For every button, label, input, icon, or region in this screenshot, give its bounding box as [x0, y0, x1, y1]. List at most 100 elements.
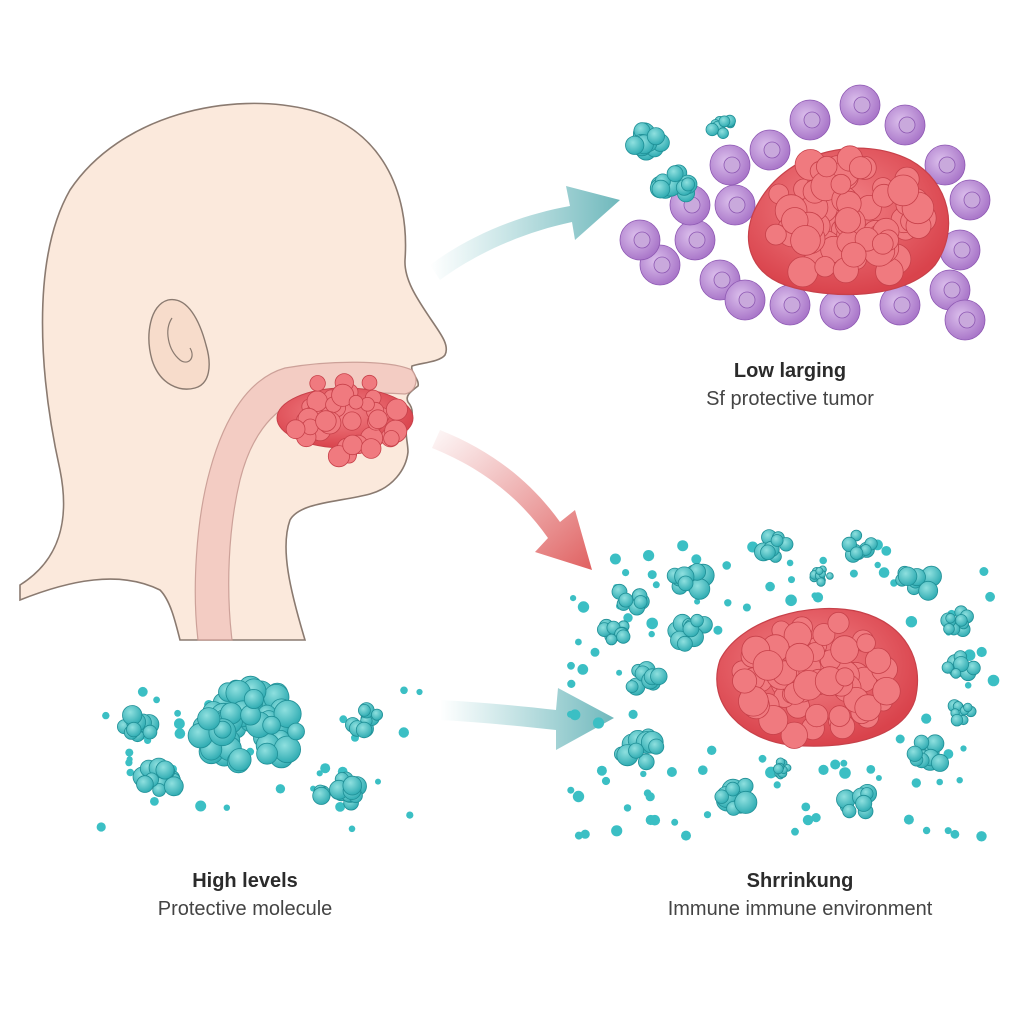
tumor-cell — [816, 155, 838, 178]
immune-dot — [758, 754, 767, 763]
immune-dot — [590, 647, 600, 657]
immune-cell — [677, 575, 694, 592]
tumor-cell — [368, 409, 388, 430]
immune-dot — [616, 669, 623, 676]
immune-dot — [596, 765, 607, 776]
immune-dot — [671, 818, 679, 826]
molecule-cell — [136, 775, 154, 793]
immune-dot — [911, 778, 921, 788]
tumor-cell — [732, 668, 758, 694]
molecule-dot — [150, 797, 159, 806]
immune-dot — [964, 682, 972, 689]
immune-cell — [773, 763, 784, 775]
suppressor-cell-nucleus — [713, 271, 731, 289]
immune-dot — [830, 759, 841, 770]
tumor-cell — [805, 703, 829, 728]
molecule-cell — [355, 721, 373, 739]
immune-cell — [931, 753, 950, 772]
suppressor-cell-nucleus — [728, 196, 746, 214]
ear — [148, 299, 210, 390]
molecule-dot — [223, 804, 230, 811]
immune-dot — [611, 825, 623, 837]
molecule-dot — [174, 728, 186, 739]
immune-cell — [941, 661, 954, 674]
molecule-dot — [96, 822, 106, 832]
tumor-cell — [830, 173, 852, 195]
molecule-dot — [335, 802, 345, 812]
arrow-from-bottom-left — [440, 688, 614, 750]
immune-dot — [956, 777, 963, 784]
immune-dot — [574, 831, 583, 840]
teal-cell — [666, 165, 684, 183]
molecule-cell — [312, 786, 331, 805]
immune-dot — [818, 764, 829, 776]
immune-dot — [713, 625, 723, 635]
tumor-cell — [854, 694, 882, 722]
molecule-dot — [416, 688, 423, 696]
tumor-cell — [887, 174, 919, 207]
immune-dot — [628, 709, 638, 720]
tumor-cell — [309, 375, 326, 392]
suppressor-cell-nucleus — [958, 311, 976, 329]
immune-cell — [637, 753, 655, 771]
molecule-cell — [122, 705, 143, 726]
immune-dot — [773, 781, 781, 789]
suppressor-cell-nucleus — [898, 116, 916, 134]
caption-bottom-right-title: Shrrinkung — [746, 870, 854, 892]
immune-cell — [842, 803, 857, 819]
immune-dot — [623, 804, 632, 812]
molecule-cell — [357, 704, 371, 717]
immune-dot — [567, 710, 574, 718]
immune-cell — [897, 566, 918, 587]
immune-cell — [628, 742, 645, 759]
tumor-cell — [835, 667, 855, 687]
teal-cell — [651, 179, 671, 199]
tumor-cell — [790, 225, 821, 256]
molecule-dot — [153, 696, 161, 704]
suppressor-cell-nucleus — [738, 291, 756, 309]
immune-dot — [567, 786, 575, 794]
immune-dot — [577, 601, 590, 613]
molecule-dot — [126, 768, 135, 777]
caption-bottom-right: Shrrinkung Immune immune environment — [620, 868, 980, 924]
caption-bottom-left: High levels Protective molecule — [110, 868, 380, 924]
immune-cell — [918, 580, 939, 601]
immune-dot — [623, 613, 633, 623]
immune-dot — [666, 767, 677, 777]
molecule-cell — [126, 721, 142, 738]
molecule-dot — [375, 778, 381, 785]
caption-bottom-left-subtitle: Protective molecule — [157, 898, 333, 920]
immune-dot — [572, 790, 585, 803]
teal-cell — [717, 127, 729, 139]
molecule-dot — [348, 825, 356, 833]
molecule-cell — [243, 689, 264, 710]
teal-cell — [681, 177, 696, 192]
molecule-cell — [342, 775, 363, 796]
tumor-cell — [827, 611, 850, 634]
immune-dot — [849, 569, 858, 578]
immune-cell — [906, 745, 923, 762]
suppressor-cell-nucleus — [688, 231, 706, 249]
molecule-dot — [320, 763, 331, 774]
immune-cell — [954, 614, 968, 627]
molecule-dot — [125, 748, 134, 757]
immune-dot — [944, 827, 952, 835]
arrow-to-bottom-right — [432, 430, 592, 570]
tumor-cell — [385, 398, 408, 421]
teal-immune-clusters — [625, 114, 736, 203]
tumor-cell — [841, 242, 867, 268]
immune-cell — [690, 613, 704, 628]
molecule-cell — [287, 722, 305, 741]
immune-dot — [785, 594, 797, 607]
suppressor-cell-nucleus — [803, 111, 821, 129]
molecule-cell — [262, 715, 281, 735]
molecule-dot — [275, 784, 286, 794]
immune-cell — [963, 702, 973, 713]
immune-dot — [895, 734, 905, 744]
tumor-cell — [780, 721, 808, 749]
teal-cell — [705, 122, 719, 137]
immune-dot — [936, 778, 943, 786]
immune-dot — [791, 827, 799, 836]
molecule-cell — [142, 724, 158, 740]
tumor-cell — [849, 156, 873, 180]
